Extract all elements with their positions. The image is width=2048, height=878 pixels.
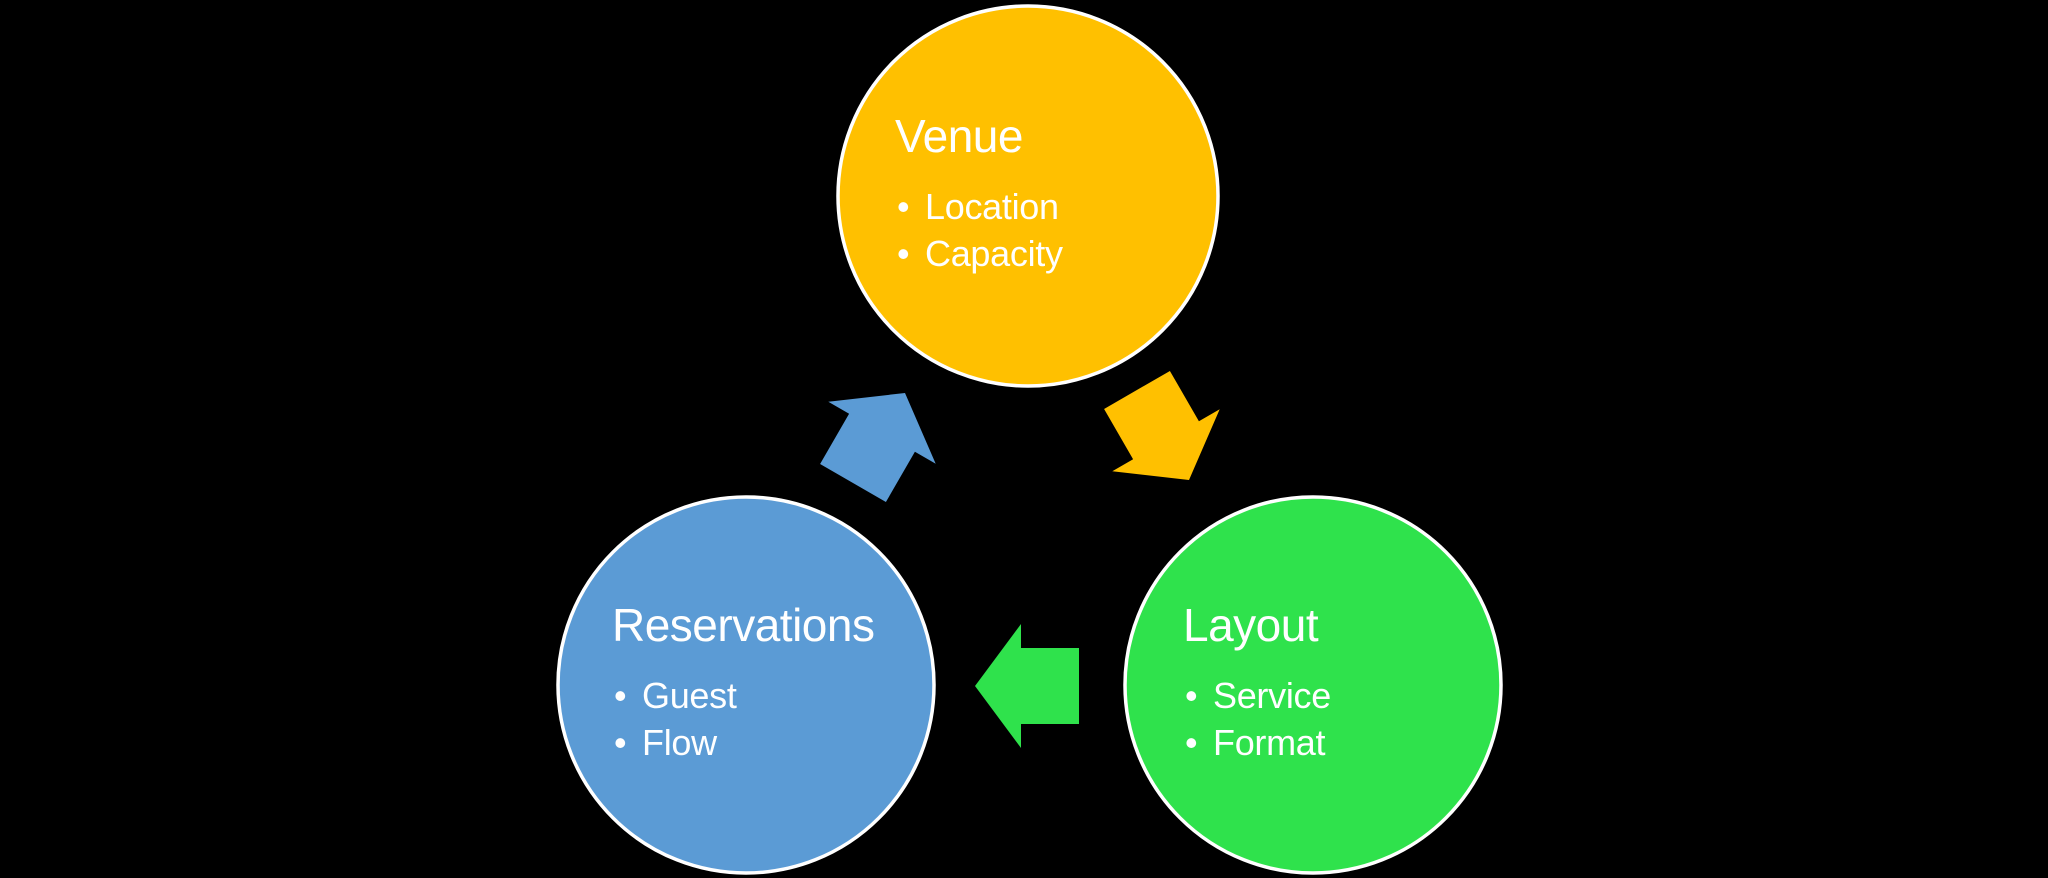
reservations-node-text: Reservations Guest Flow <box>612 597 875 766</box>
bullet-item: Service <box>1183 672 1331 719</box>
layout-node-text: Layout Service Format <box>1183 597 1331 766</box>
reservations-bullets: Guest Flow <box>612 672 874 766</box>
bullet-item: Flow <box>612 719 874 766</box>
bullet-item: Capacity <box>895 230 1063 277</box>
bullet-item: Format <box>1183 719 1331 766</box>
arrow-reservations-to-venue <box>820 392 936 503</box>
arrow-layout-to-reservations <box>975 624 1079 748</box>
venue-node-text: Venue Location Capacity <box>895 108 1063 277</box>
arrow-venue-to-layout <box>1104 370 1220 481</box>
layout-bullets: Service Format <box>1183 672 1331 766</box>
reservations-title: Reservations <box>612 599 875 651</box>
bullet-item: Location <box>895 183 1063 230</box>
venue-title: Venue <box>895 110 1023 162</box>
bullet-item: Guest <box>612 672 874 719</box>
venue-bullets: Location Capacity <box>895 183 1063 277</box>
layout-title: Layout <box>1183 599 1319 651</box>
